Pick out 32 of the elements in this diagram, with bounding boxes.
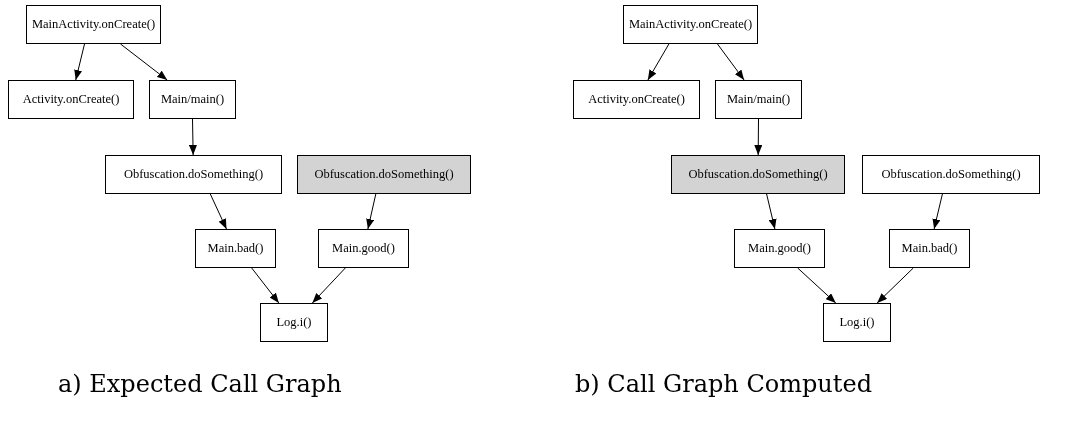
function-box: Log.i() [260,303,328,342]
arrow [209,193,227,230]
function-box: MainActivity.onCreate() [623,5,758,44]
arrow [717,43,745,81]
function-box: Main.bad() [889,229,970,268]
function-box: Log.i() [823,303,891,342]
arrow [74,43,85,81]
arrow [366,193,377,230]
arrow [311,267,346,304]
figure-caption: b) Call Graph Computed [575,370,872,398]
function-box: Main.good() [734,229,825,268]
function-box: Obfuscation.doSomething() [671,155,845,194]
function-box: Main/main() [149,80,236,119]
function-box: Obfuscation.doSomething() [862,155,1040,194]
function-box: Main.good() [318,229,409,268]
function-box: Obfuscation.doSomething() [105,155,282,194]
figure-caption: a) Expected Call Graph [58,370,342,398]
arrow [797,267,837,304]
arrow [188,118,197,156]
arrow [120,43,168,81]
function-box: Main/main() [715,80,802,119]
arrow [766,193,777,230]
arrow [876,267,914,304]
function-box: MainActivity.onCreate() [26,5,161,44]
arrow [932,193,943,230]
function-box: Activity.onCreate() [8,80,134,119]
function-box: Obfuscation.doSomething() [297,155,471,194]
function-box: Main.bad() [195,229,276,268]
arrow [251,267,280,304]
function-box: Activity.onCreate() [573,80,700,119]
arrow [647,43,670,81]
arrow [754,118,763,156]
